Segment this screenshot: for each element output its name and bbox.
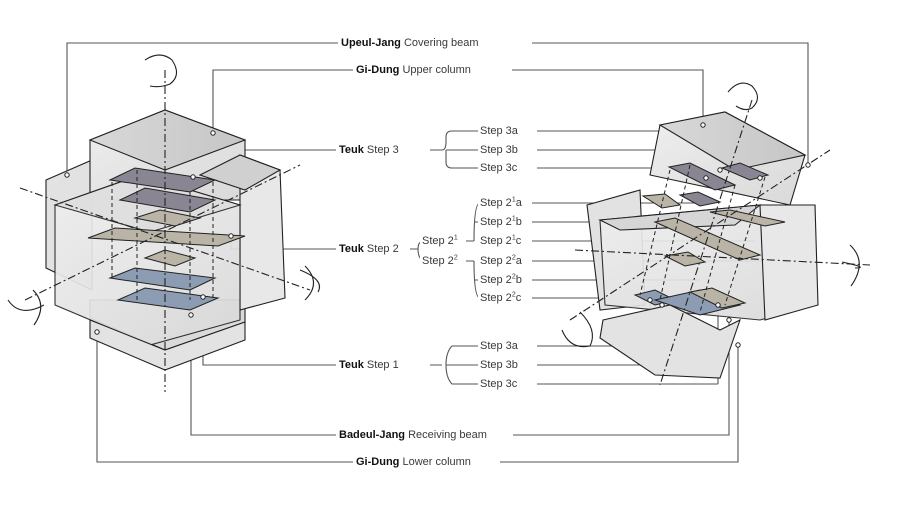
sup: 1 bbox=[511, 234, 516, 242]
left-plates bbox=[87, 167, 246, 311]
sup: 1 bbox=[511, 215, 516, 223]
substep-step2-1b: Step 21b bbox=[478, 215, 524, 229]
leader-receiving-beam-right bbox=[513, 320, 730, 436]
meaning: Step 2 bbox=[366, 243, 399, 255]
sup: 2 bbox=[511, 291, 516, 299]
suffix: a bbox=[515, 255, 522, 267]
sup: 1 bbox=[511, 196, 516, 204]
leader-upper-column bbox=[212, 69, 355, 133]
right-assembly bbox=[586, 111, 819, 379]
leader-upper-column-right bbox=[512, 69, 704, 125]
substep-step1-3c: Step 3c bbox=[478, 378, 520, 391]
right-plates bbox=[633, 162, 786, 316]
sup: 2 bbox=[511, 254, 516, 262]
sup: 2 bbox=[511, 273, 516, 281]
base: Step 2 bbox=[480, 274, 512, 286]
rotation-arrow-icon bbox=[7, 289, 45, 326]
right-anchor-dots bbox=[647, 122, 811, 348]
rotation-arrow-icon bbox=[561, 311, 593, 348]
substep-step3c: Step 3c bbox=[478, 162, 520, 175]
group-sup: 1 bbox=[453, 234, 458, 242]
group-label: Step 2 bbox=[422, 235, 454, 247]
plate-step1-b-r bbox=[653, 289, 742, 316]
group-step2-1: Step 21 bbox=[420, 234, 460, 248]
group-label: Step 2 bbox=[422, 255, 454, 267]
rotation-arrow-icon bbox=[727, 82, 759, 111]
left-axes bbox=[19, 70, 311, 392]
label-teuk-step2: Teuk Step 2 bbox=[336, 243, 402, 256]
term: Badeul-Jang bbox=[339, 429, 406, 441]
meaning: Step 1 bbox=[366, 359, 399, 371]
leader-covering-beam bbox=[66, 42, 340, 175]
substep-step2-2c: Step 22c bbox=[478, 291, 524, 305]
right-rotation-arrows bbox=[561, 82, 861, 348]
substep-step2-1a: Step 21a bbox=[478, 196, 524, 210]
suffix: b bbox=[515, 216, 522, 228]
base: Step 2 bbox=[480, 255, 512, 267]
label-receiving-beam: Badeul-Jang Receiving beam bbox=[336, 429, 490, 442]
plate-step1-c-r bbox=[688, 287, 747, 309]
label-teuk-step1: Teuk Step 1 bbox=[336, 359, 402, 372]
label-lower-column: Gi-Dung Lower column bbox=[353, 456, 474, 469]
substep-step2-1c: Step 21c bbox=[478, 234, 524, 248]
substep-step3b: Step 3b bbox=[478, 144, 520, 157]
suffix: a bbox=[515, 197, 522, 209]
label-upper-column: Gi-Dung Upper column bbox=[353, 64, 474, 77]
label-covering-beam: Upeul-Jang Covering beam bbox=[338, 37, 482, 50]
base: Step 2 bbox=[480, 292, 512, 304]
leader-lower-column bbox=[96, 332, 355, 463]
substep-step3a: Step 3a bbox=[478, 125, 520, 138]
right-axes bbox=[569, 99, 871, 386]
meaning: Upper column bbox=[402, 64, 471, 76]
suffix: b bbox=[515, 274, 522, 286]
group-step2-2: Step 22 bbox=[420, 254, 460, 268]
base: Step 2 bbox=[480, 216, 512, 228]
plate-step2-b bbox=[87, 227, 246, 247]
term: Gi-Dung bbox=[356, 456, 400, 468]
suffix: c bbox=[515, 292, 522, 304]
plate-step2-a-r bbox=[641, 193, 682, 209]
substep-step2-2b: Step 22b bbox=[478, 273, 524, 287]
group-sup: 2 bbox=[453, 254, 458, 262]
meaning: Step 3 bbox=[366, 144, 399, 156]
plate-step1-a bbox=[108, 267, 217, 291]
rotation-arrow-icon bbox=[144, 54, 178, 88]
leader-lower-column-right bbox=[500, 345, 739, 463]
left-anchor-dots bbox=[64, 130, 234, 335]
label-teuk-step3: Teuk Step 3 bbox=[336, 144, 402, 157]
substep-step1-3a: Step 3a bbox=[478, 340, 520, 353]
suffix: c bbox=[515, 235, 522, 247]
term: Teuk bbox=[339, 243, 364, 255]
substep-step2-2a: Step 22a bbox=[478, 254, 524, 268]
rotation-arrow-icon bbox=[299, 265, 321, 301]
term: Gi-Dung bbox=[356, 64, 400, 76]
term: Upeul-Jang bbox=[341, 37, 401, 49]
plate-step2-b-r bbox=[709, 209, 786, 227]
term: Teuk bbox=[339, 359, 364, 371]
leader-covering-beam-right bbox=[532, 42, 809, 165]
meaning: Covering beam bbox=[403, 37, 479, 49]
term: Teuk bbox=[339, 144, 364, 156]
meaning: Lower column bbox=[402, 456, 471, 468]
base: Step 2 bbox=[480, 235, 512, 247]
rotation-arrow-icon bbox=[841, 244, 861, 287]
plate-step3-a bbox=[108, 167, 217, 193]
left-rotation-arrows bbox=[7, 54, 321, 326]
plate-step3-b-r bbox=[720, 162, 770, 181]
plate-step3-c-r bbox=[678, 191, 722, 207]
substep-step1-3b: Step 3b bbox=[478, 359, 520, 372]
plate-step1-b bbox=[116, 287, 220, 311]
meaning: Receiving beam bbox=[408, 429, 487, 441]
base: Step 2 bbox=[480, 197, 512, 209]
